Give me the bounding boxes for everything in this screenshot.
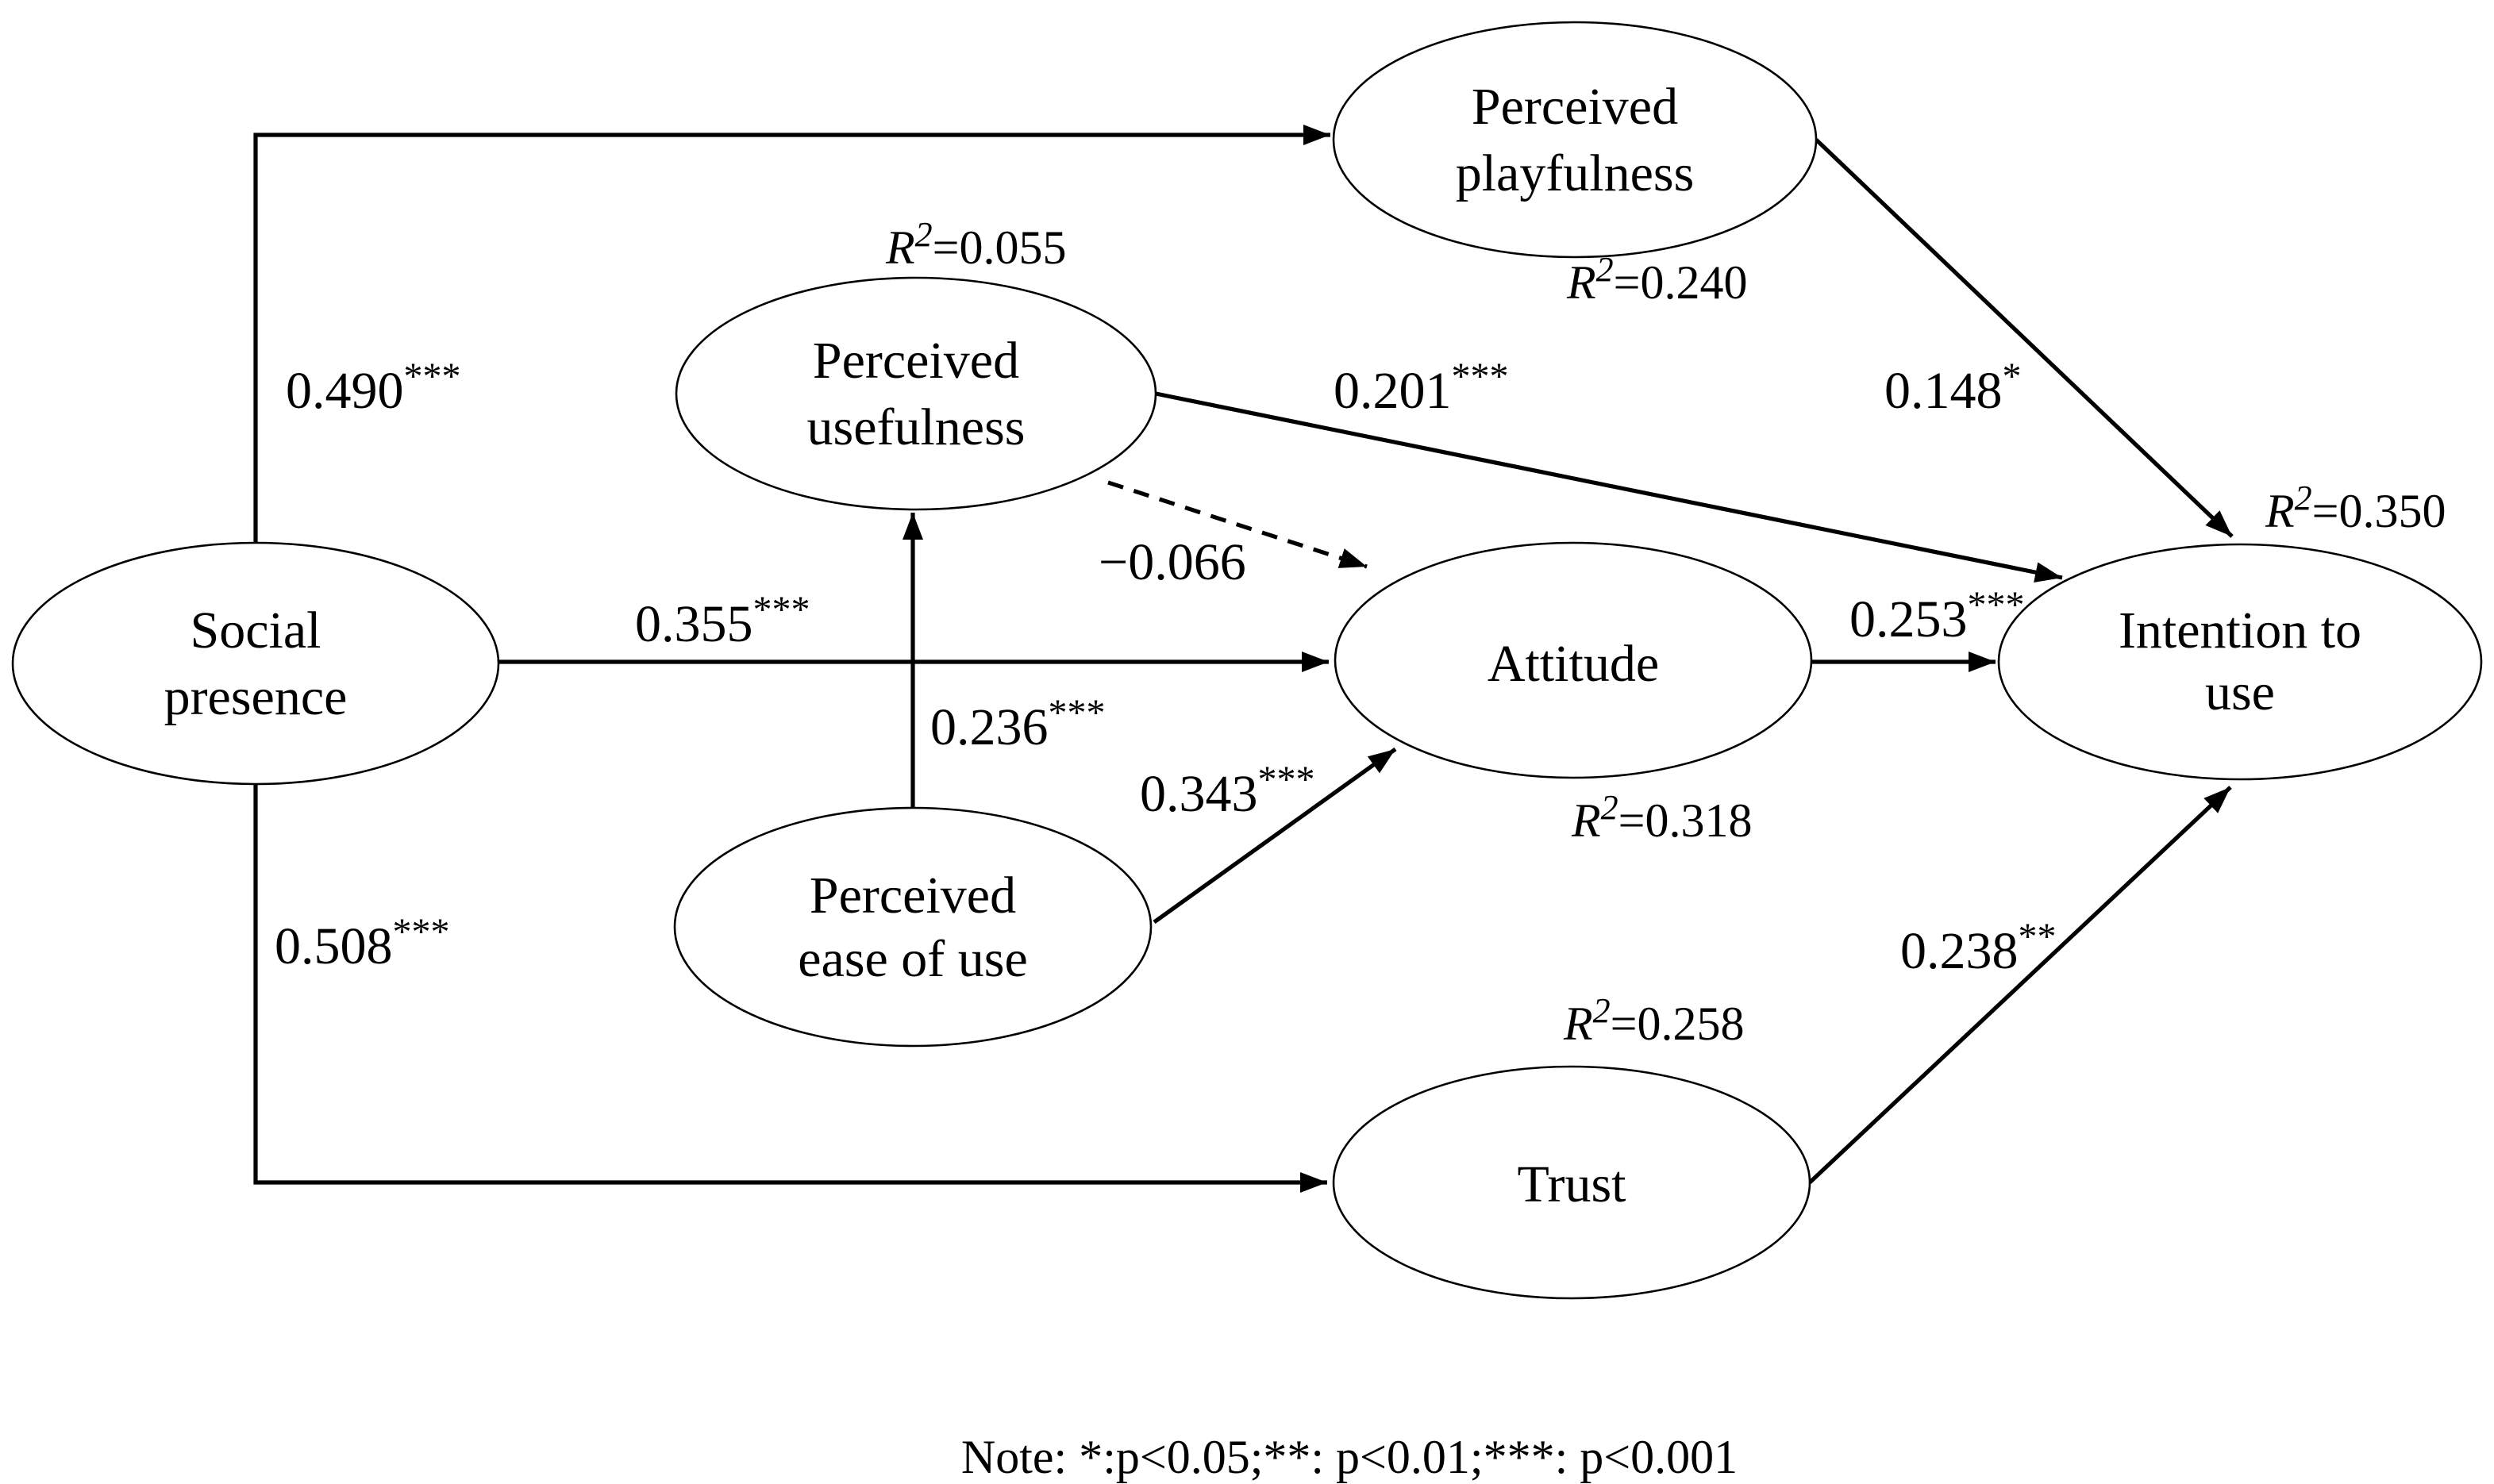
node-social-presence-label-line2: presence	[164, 668, 348, 726]
edge-perceived-usefulness-to-intention-to-use	[1155, 391, 2063, 582]
coef-usefulness-intention: 0.201***	[1334, 356, 1509, 420]
node-trust	[1332, 1065, 1811, 1300]
coef-value: 0.236	[930, 698, 1049, 756]
coef-significance: ***	[1049, 692, 1106, 734]
coef-usefulness-attitude: −0.066	[1099, 533, 1246, 591]
node-social-presence-label-line1: Social	[191, 602, 321, 659]
r2-symbol: R	[885, 221, 915, 274]
node-perceived-playfulness	[1332, 21, 1818, 259]
r2-symbol: R	[1563, 998, 1593, 1050]
coef-significance: ***	[1452, 356, 1509, 398]
r2-symbol: R	[2265, 485, 2295, 537]
edge-perceived-playfulness-to-intention-to-use	[1815, 138, 2234, 538]
coef-social-presence-playfulness: 0.490***	[286, 356, 461, 420]
coef-trust-intention: 0.238**	[1900, 916, 2057, 980]
r2-superscript: 2	[915, 215, 933, 254]
node-attitude-label-line1: Attitude	[1488, 635, 1659, 693]
edge-perceived-ease-of-use-to-attitude	[1153, 747, 1397, 925]
r2-superscript: 2	[2295, 479, 2312, 517]
node-perceived-usefulness-label-line1: Perceived	[813, 332, 1019, 390]
node-trust-label-line1: Trust	[1518, 1155, 1626, 1213]
significance-note: Note: *:p<0.05;**: p<0.01;***: p<0.001	[961, 1431, 1738, 1483]
r2-value-perceived-playfulness: R2=0.240	[1566, 250, 1748, 309]
coef-value: 0.148	[1884, 362, 2003, 420]
node-perceived-playfulness-label-line1: Perceived	[1472, 78, 1678, 136]
coef-attitude-intention: 0.253***	[1849, 584, 2025, 648]
edge-trust-to-intention-to-use	[1808, 786, 2232, 1184]
node-perceived-ease-of-use-label-line2: ease of use	[798, 930, 1028, 988]
node-perceived-ease-of-use	[673, 806, 1153, 1048]
coef-social-presence-trust: 0.508***	[275, 911, 450, 975]
node-attitude	[1334, 541, 1813, 779]
edge-social-presence-to-perceived-playfulness	[253, 125, 1330, 543]
r2-number: =0.240	[1614, 256, 1748, 309]
r2-number: =0.258	[1611, 998, 1745, 1050]
coef-value: −0.066	[1099, 533, 1246, 591]
coef-ease-of-use-usefulness: 0.236***	[930, 692, 1106, 756]
edge-social-presence-to-trust	[253, 784, 1327, 1193]
node-intention-to-use-label-line2: use	[2205, 663, 2275, 721]
r2-number: =0.055	[933, 221, 1067, 274]
r2-symbol: R	[1571, 794, 1601, 847]
r2-number: =0.318	[1618, 794, 1753, 847]
coef-significance: ***	[393, 911, 450, 953]
node-perceived-usefulness-label-line2: usefulness	[807, 398, 1026, 456]
coef-social-presence-attitude: 0.355***	[635, 589, 810, 653]
coef-ease-of-use-attitude: 0.343***	[1140, 759, 1315, 823]
coef-significance: ***	[1258, 759, 1315, 801]
node-perceived-playfulness-label-line2: playfulness	[1456, 144, 1695, 202]
r2-value-trust: R2=0.258	[1563, 991, 1745, 1050]
coef-value: 0.355	[635, 595, 753, 653]
coef-significance: ***	[753, 589, 810, 631]
coef-value: 0.508	[275, 917, 393, 975]
r2-superscript: 2	[1593, 991, 1611, 1030]
coef-significance: *	[2003, 356, 2022, 398]
coef-value: 0.490	[286, 362, 404, 420]
node-social-presence	[11, 541, 500, 786]
r2-value-perceived-usefulness: R2=0.055	[885, 215, 1067, 274]
coef-value: 0.343	[1140, 765, 1258, 823]
coef-value: 0.201	[1334, 362, 1452, 420]
r2-symbol: R	[1566, 256, 1596, 309]
node-intention-to-use	[1997, 543, 2483, 781]
coef-value: 0.238	[1900, 922, 2019, 980]
r2-value-intention-to-use: R2=0.350	[2265, 479, 2446, 537]
r2-superscript: 2	[1596, 250, 1614, 289]
r2-number: =0.350	[2312, 485, 2446, 537]
coef-significance: **	[2019, 916, 2057, 958]
node-perceived-ease-of-use-label-line1: Perceived	[810, 867, 1016, 925]
r2-superscript: 2	[1601, 788, 1618, 827]
coef-playfulness-intention: 0.148*	[1884, 356, 2022, 420]
node-perceived-usefulness	[675, 276, 1157, 511]
node-intention-to-use-label-line1: Intention to	[2119, 602, 2361, 659]
r2-value-attitude: R2=0.318	[1571, 788, 1753, 847]
edge-perceived-usefulness-to-attitude-dashed	[1107, 480, 1368, 569]
coef-significance: ***	[1968, 584, 2025, 626]
coef-significance: ***	[404, 356, 461, 398]
coef-value: 0.253	[1849, 590, 1968, 648]
